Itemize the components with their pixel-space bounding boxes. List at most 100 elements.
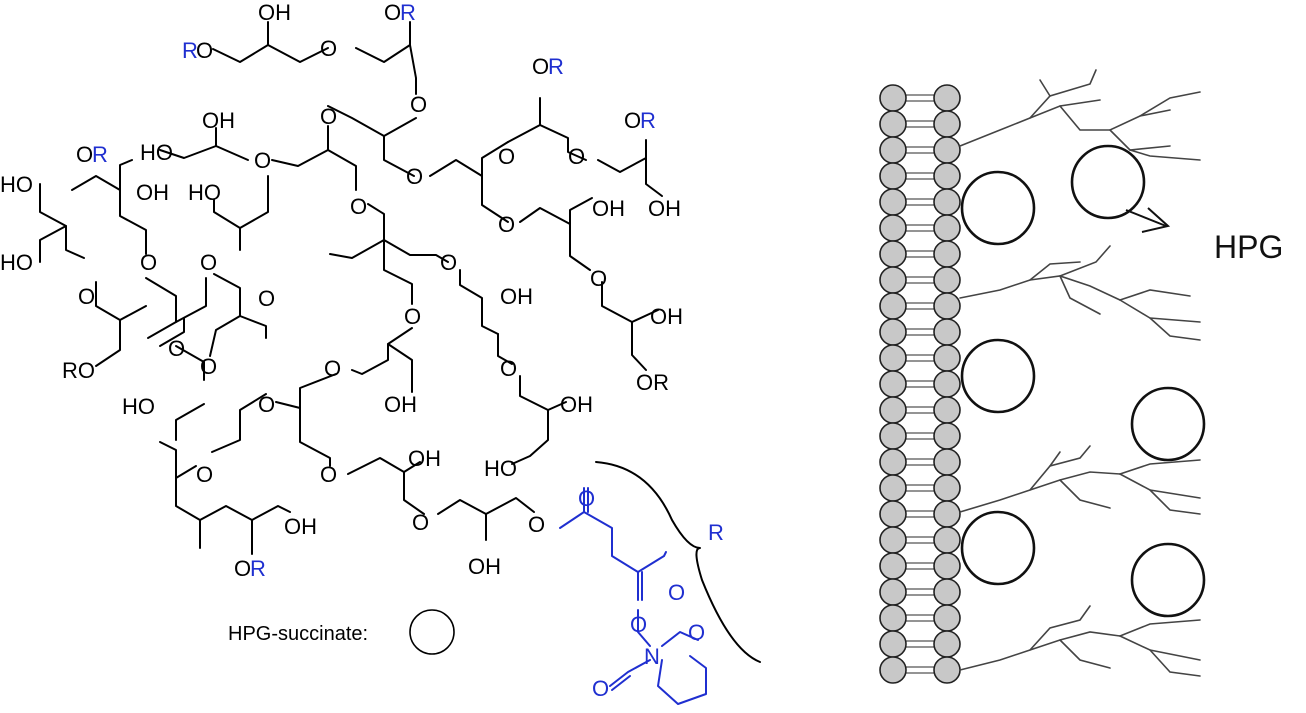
- svg-text:HO: HO: [484, 456, 517, 481]
- svg-text:OH: OH: [258, 0, 291, 25]
- hpg-branch-chains: [959, 69, 1201, 677]
- svg-text:R: R: [400, 0, 416, 25]
- svg-text:O: O: [592, 676, 609, 701]
- lipid-head-bead: [879, 656, 907, 684]
- lipid-head-bead: [933, 474, 961, 502]
- lipid-head-bead: [879, 630, 907, 658]
- hpg-chemical-structure: OH OR RO O O OR O OH OR OR HO O O O O HO…: [0, 0, 761, 705]
- lipid-head-bead: [879, 344, 907, 372]
- svg-text:HO: HO: [188, 180, 221, 205]
- svg-text:O: O: [630, 612, 647, 637]
- svg-text:O: O: [258, 286, 275, 311]
- lipid-head-bead: [879, 578, 907, 606]
- lipid-head-bead: [879, 370, 907, 398]
- lipid-head-bead: [879, 136, 907, 164]
- lipid-head-bead: [933, 656, 961, 684]
- lipid-head-bead: [879, 162, 907, 190]
- lipid-head-bead: [933, 552, 961, 580]
- lipid-head-bead: [933, 448, 961, 476]
- svg-text:OR: OR: [636, 370, 669, 395]
- lipid-head-bead: [933, 526, 961, 554]
- hpg-circle: [960, 510, 1036, 586]
- lipid-head-bead: [879, 188, 907, 216]
- lipid-head-bead: [879, 474, 907, 502]
- svg-text:O: O: [688, 620, 705, 645]
- svg-text:O: O: [404, 304, 421, 329]
- r-group-brace: [595, 461, 761, 663]
- svg-text:O: O: [196, 462, 213, 487]
- lipid-head-bead: [933, 318, 961, 346]
- lipid-head-bead: [933, 188, 961, 216]
- svg-text:HO: HO: [122, 394, 155, 419]
- hpg-succinate-circles: [960, 144, 1206, 618]
- svg-text:HO: HO: [0, 250, 33, 275]
- svg-text:OH: OH: [284, 514, 317, 539]
- lipid-head-bead: [933, 422, 961, 450]
- lipid-head-bead: [933, 578, 961, 606]
- svg-text:O: O: [440, 250, 457, 275]
- svg-text:OH: OH: [592, 196, 625, 221]
- svg-text:OH: OH: [408, 446, 441, 471]
- hpg-arrow-icon: [1125, 207, 1171, 233]
- svg-text:OH: OH: [136, 180, 169, 205]
- svg-text:O: O: [320, 36, 337, 61]
- lipid-head-bead: [933, 162, 961, 190]
- hpg-branch-chain: [959, 445, 1201, 515]
- svg-text:HO: HO: [140, 140, 173, 165]
- lipid-head-bead: [879, 240, 907, 268]
- svg-text:OH: OH: [384, 392, 417, 417]
- lipid-head-bead: [879, 526, 907, 554]
- svg-text:O: O: [528, 512, 545, 537]
- legend-circle-icon: [409, 609, 455, 655]
- svg-text:O: O: [168, 336, 185, 361]
- svg-text:O: O: [498, 212, 515, 237]
- lipid-head-bead: [933, 110, 961, 138]
- lipid-head-bead: [933, 500, 961, 528]
- lipid-head-bead: [879, 84, 907, 112]
- svg-text:O: O: [78, 284, 95, 309]
- hpg-circle: [960, 338, 1036, 414]
- lipid-head-bead: [879, 422, 907, 450]
- lipid-head-bead: [879, 110, 907, 138]
- lipid-head-bead: [933, 240, 961, 268]
- svg-text:O: O: [140, 250, 157, 275]
- svg-text:OH: OH: [202, 108, 235, 133]
- svg-text:O: O: [578, 486, 595, 511]
- substituent-r-label: R: [708, 520, 724, 545]
- svg-text:O: O: [254, 148, 271, 173]
- lipid-head-bead: [879, 292, 907, 320]
- svg-text:HO: HO: [0, 172, 33, 197]
- lipid-head-bead: [879, 448, 907, 476]
- svg-text:O: O: [498, 144, 515, 169]
- svg-text:O: O: [568, 144, 585, 169]
- lipid-head-bead: [879, 266, 907, 294]
- svg-text:O: O: [412, 510, 429, 535]
- lipid-head-bead: [933, 604, 961, 632]
- lipid-head-bead: [933, 344, 961, 372]
- lipid-head-bead: [933, 396, 961, 424]
- hpg-branch-chain: [959, 245, 1201, 341]
- hpg-branch-chain: [959, 605, 1201, 677]
- svg-text:O: O: [324, 356, 341, 381]
- lipid-head-bead: [933, 214, 961, 242]
- svg-text:O: O: [200, 354, 217, 379]
- membrane-schematic: HPG: [879, 69, 1283, 684]
- hpg-circle: [1130, 386, 1206, 462]
- svg-text:O: O: [258, 392, 275, 417]
- svg-text:R: R: [640, 108, 656, 133]
- svg-text:R: R: [182, 38, 198, 63]
- svg-text:R: R: [92, 142, 108, 167]
- lipid-head-bead: [933, 84, 961, 112]
- svg-text:O: O: [500, 356, 517, 381]
- lipid-head-bead: [879, 318, 907, 346]
- svg-text:O: O: [196, 38, 213, 63]
- svg-text:OH: OH: [500, 284, 533, 309]
- hpg-branch-chain: [959, 69, 1201, 161]
- lipid-bilayer: [879, 84, 961, 684]
- svg-text:O: O: [624, 108, 641, 133]
- svg-text:O: O: [200, 250, 217, 275]
- svg-text:R: R: [250, 556, 266, 581]
- svg-text:OH: OH: [648, 196, 681, 221]
- hpg-circle: [1130, 542, 1206, 618]
